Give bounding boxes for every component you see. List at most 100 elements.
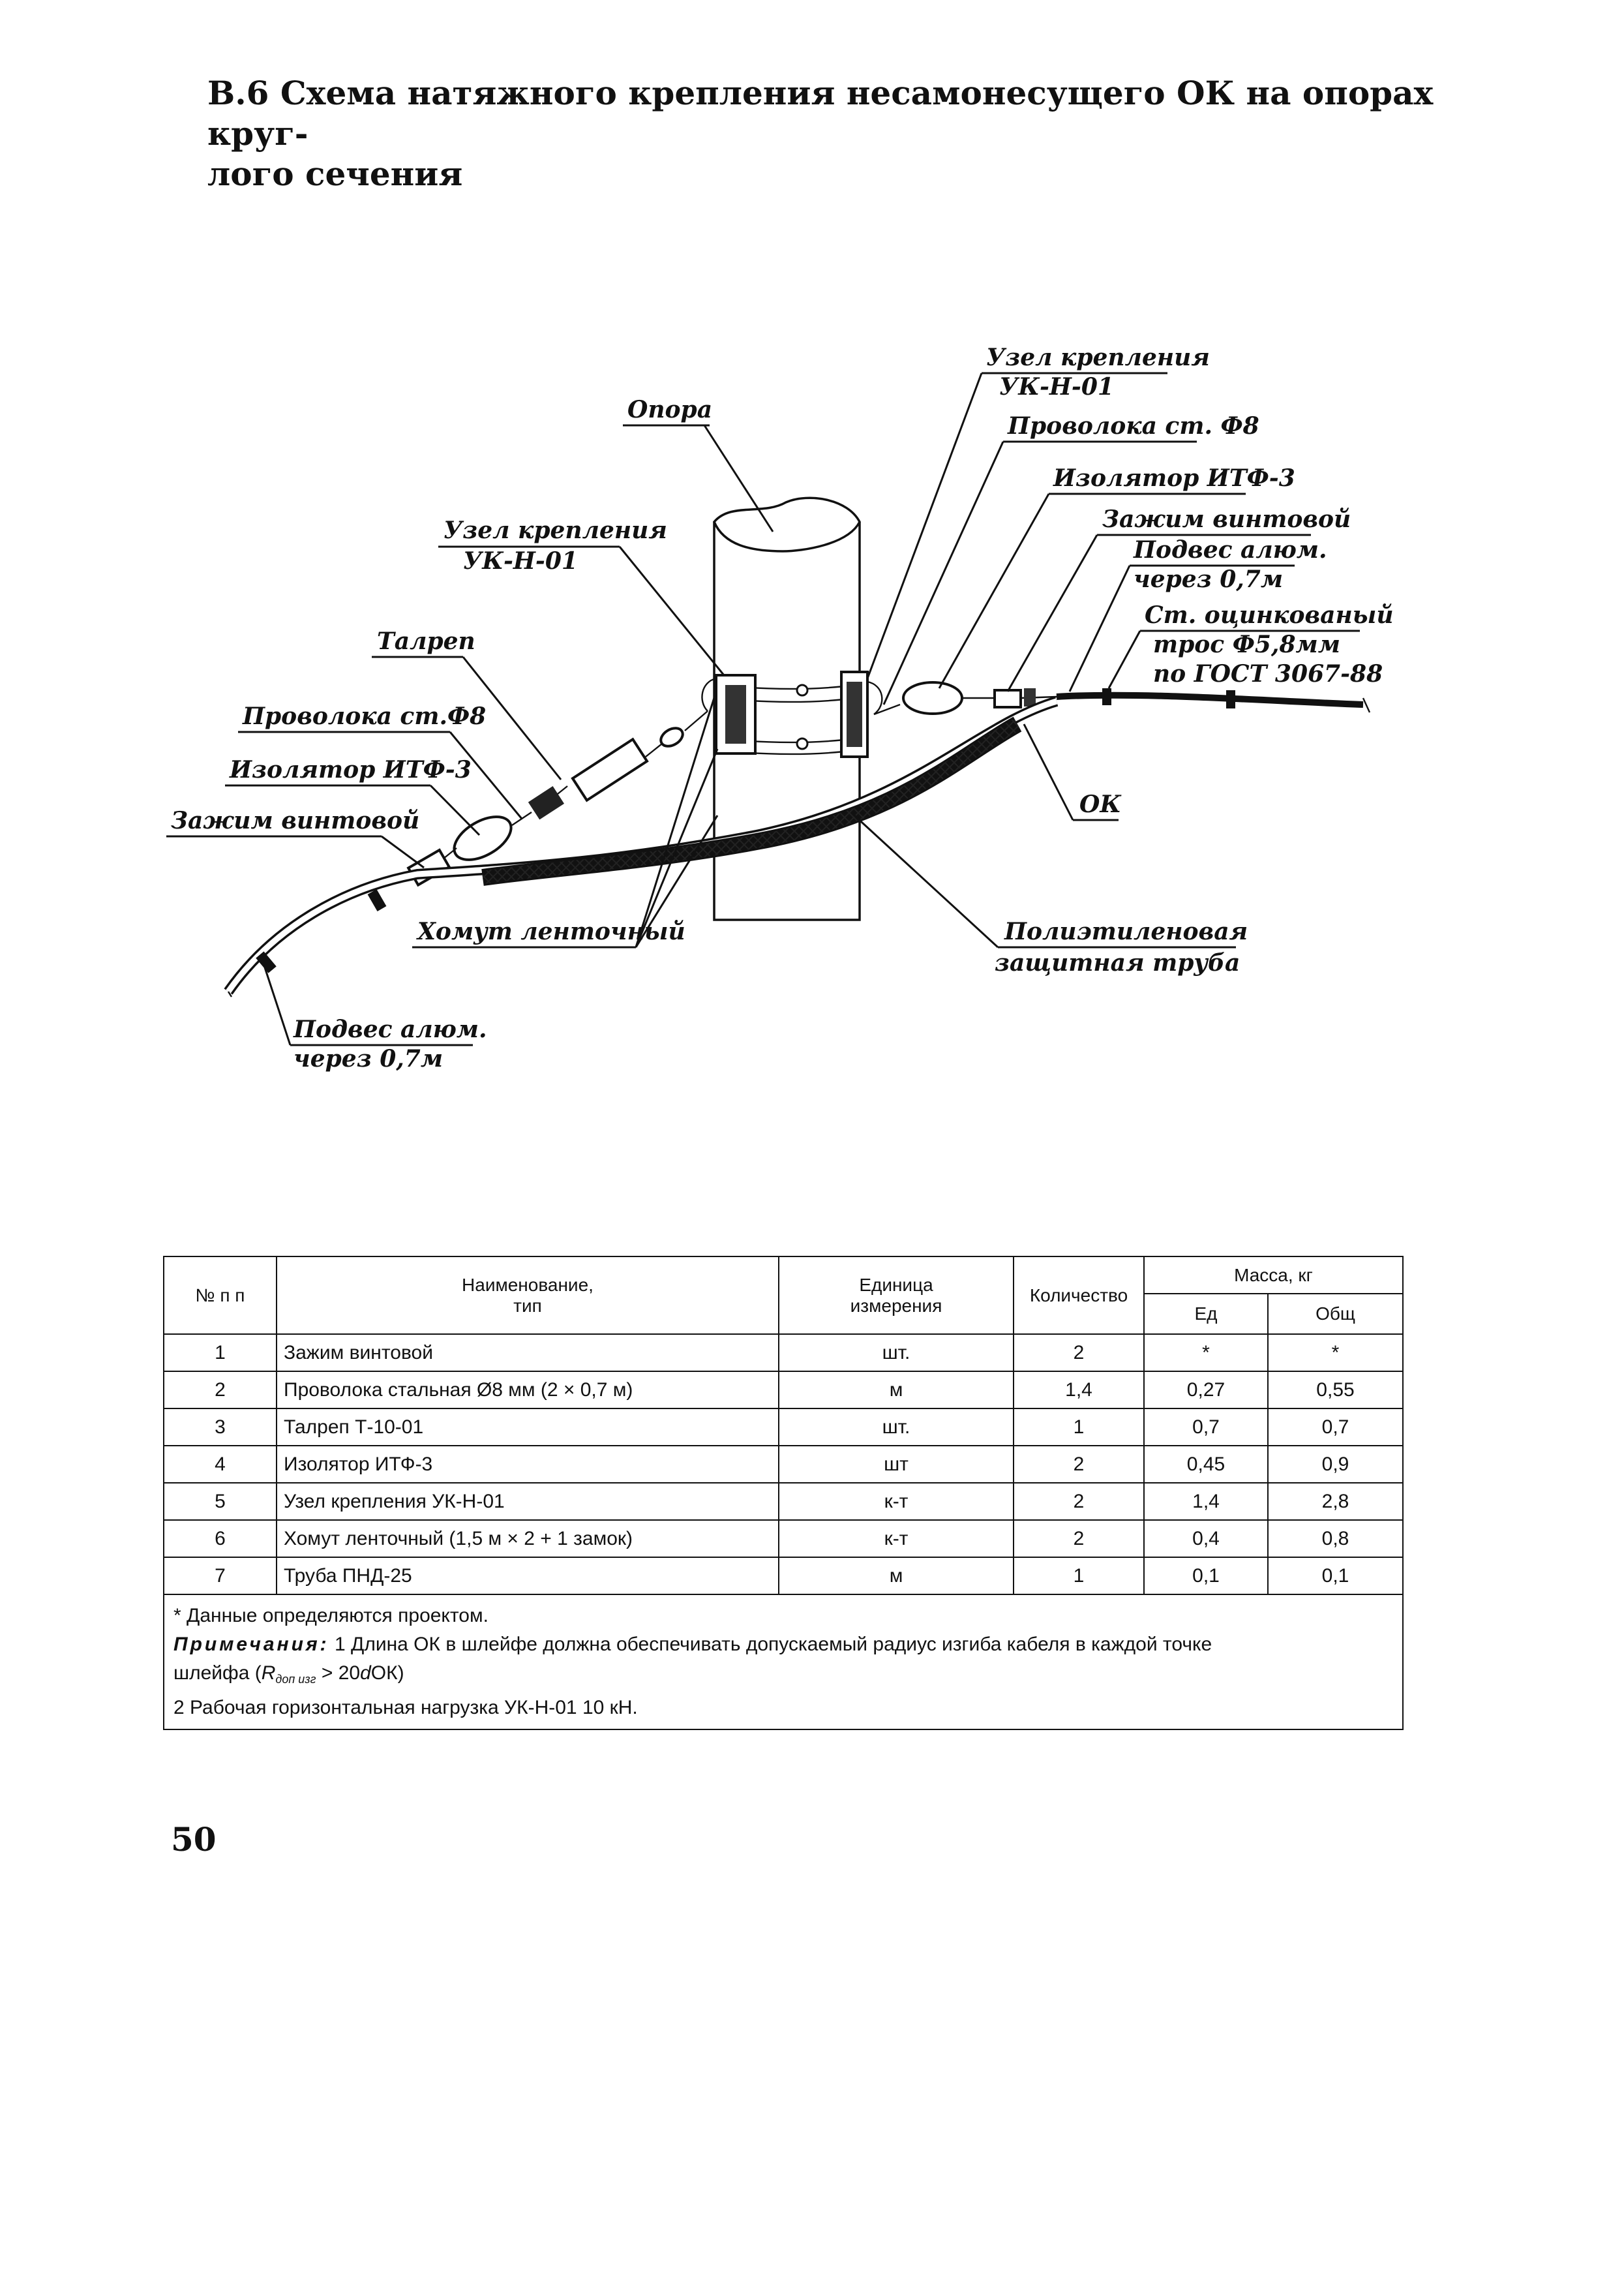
label-talrep-group: Талреп: [372, 628, 562, 780]
cell-unit: м: [778, 1557, 1014, 1595]
cell-mass-total: 0,7: [1267, 1408, 1404, 1446]
cell-mass-total: 2,8: [1267, 1482, 1404, 1521]
note-1-subscript: доп изг: [275, 1673, 316, 1686]
protective-tube: [481, 716, 1022, 886]
insulator-right: [873, 681, 1057, 716]
label-uzel-right-1: Узел крепления: [986, 344, 1210, 371]
label-uzel-left-group: Узел крепления УК-Н-01: [438, 517, 725, 676]
mounting-unit-right: [840, 671, 883, 758]
cell-num: 7: [163, 1557, 277, 1595]
col-header-num: № п п: [163, 1256, 277, 1335]
table-header-row-1: № п п Наименование, тип Единица измерени…: [163, 1256, 1404, 1335]
cell-mass-unit: 0,1: [1143, 1557, 1269, 1595]
label-provoloka-left-group: Проволока ст.Ф8: [238, 703, 523, 819]
cell-mass-unit: 1,4: [1143, 1482, 1269, 1521]
cell-name: Узел крепления УК-Н-01: [276, 1482, 779, 1521]
steel-cable-right: [1056, 688, 1371, 713]
note-2: 2 Рабочая горизонтальная нагрузка УК-Н-0…: [173, 1697, 638, 1718]
label-izolyator-left-group: Изолятор ИТФ-3: [225, 756, 481, 836]
optical-cable: [224, 696, 1059, 995]
label-izolyator-left: Изолятор ИТФ-3: [229, 756, 472, 783]
label-podves-right-2: через 0,7м: [1134, 566, 1283, 593]
label-zazhim-left-group: Зажим винтовой: [166, 807, 425, 869]
page-number: 50: [171, 1820, 217, 1859]
cable-end-left: [227, 991, 233, 997]
label-truba-group: Полиэтиленовая защитная труба: [853, 814, 1248, 977]
cell-mass-total: *: [1267, 1333, 1404, 1372]
section-heading: В.6 Схема натяжного крепления несамонесу…: [207, 73, 1447, 194]
label-opora: Опора: [627, 396, 712, 423]
label-uzel-left-1: Узел крепления: [444, 517, 667, 544]
label-provoloka-right: Проволока ст. Ф8: [1007, 412, 1259, 440]
label-podves-right-1: Подвес алюм.: [1133, 536, 1327, 564]
insulator-left: [406, 815, 513, 887]
cell-num: 5: [163, 1482, 277, 1521]
cell-num: 6: [163, 1519, 277, 1558]
cell-unit: шт: [778, 1445, 1014, 1483]
cell-mass-unit: 0,45: [1143, 1445, 1269, 1483]
cell-mass-unit: 0,7: [1143, 1408, 1269, 1446]
cell-mass-total: 0,8: [1267, 1519, 1404, 1558]
note-1-pre: шлейфа (: [173, 1662, 262, 1684]
label-khomut-group: Хомут ленточный: [412, 691, 719, 949]
cell-name: Изолятор ИТФ-3: [276, 1445, 779, 1483]
label-truba-2: защитная труба: [995, 949, 1240, 977]
label-uzel-right-group: Узел крепления УК-Н-01: [866, 344, 1210, 679]
cell-qty: 2: [1013, 1333, 1145, 1372]
table-notes-row: * Данные определяются проектом. Примечан…: [163, 1594, 1404, 1730]
note-1: Примечания: 1 Длина ОК в шлейфе должна о…: [173, 1630, 1393, 1659]
label-ok-group: ОК: [1023, 723, 1122, 821]
table-row: 2 Проволока стальная Ø8 мм (2 × 0,7 м) м…: [163, 1371, 1404, 1409]
label-provoloka-right-group: Проволока ст. Ф8: [882, 412, 1259, 705]
cell-mass-total: 0,9: [1267, 1445, 1404, 1483]
note-data-by-project: * Данные определяются проектом.: [173, 1605, 489, 1626]
cell-num: 2: [163, 1371, 277, 1409]
label-talrep: Талреп: [377, 628, 475, 655]
table-row: 7 Труба ПНД-25 м 1 0,1 0,1: [163, 1557, 1404, 1595]
cell-name: Труба ПНД-25: [276, 1557, 779, 1595]
cell-mass-total: 0,1: [1267, 1557, 1404, 1595]
table-row: 3 Талреп Т-10-01 шт. 1 0,7 0,7: [163, 1408, 1404, 1446]
label-tros-1: Ст. оцинкованый: [1145, 601, 1394, 629]
cell-mass-unit: 0,27: [1143, 1371, 1269, 1409]
specification-table: № п п Наименование, тип Единица измерени…: [163, 1256, 1404, 1730]
turnbuckle-left: [511, 710, 708, 826]
label-podves-left-group: Подвес алюм. через 0,7м: [263, 965, 487, 1073]
label-tros-2: трос Ф5,8мм: [1153, 631, 1340, 658]
table-row: 5 Узел крепления УК-Н-01 к-т 2 1,4 2,8: [163, 1482, 1404, 1521]
note-1-text: 1 Длина ОК в шлейфе должна обеспечивать …: [334, 1634, 1212, 1655]
label-ok: ОК: [1079, 791, 1122, 818]
cell-name: Хомут ленточный (1,5 м × 2 + 1 замок): [276, 1519, 779, 1558]
label-podves-right-group: Подвес алюм. через 0,7м: [1068, 536, 1327, 692]
cell-mass-unit: 0,4: [1143, 1519, 1269, 1558]
cell-qty: 2: [1013, 1482, 1145, 1521]
cell-unit: шт.: [778, 1333, 1014, 1372]
table-row: 4 Изолятор ИТФ-3 шт 2 0,45 0,9: [163, 1445, 1404, 1483]
label-uzel-left-2: УК-Н-01: [463, 547, 578, 575]
mounting-unit-left: [701, 674, 757, 755]
label-zazhim-right: Зажим винтовой: [1102, 506, 1351, 533]
cell-qty: 2: [1013, 1519, 1145, 1558]
cell-num: 4: [163, 1445, 277, 1483]
note-1-d: d: [360, 1662, 371, 1684]
col-header-name: Наименование, тип: [276, 1256, 779, 1335]
label-uzel-right-2: УК-Н-01: [999, 373, 1114, 401]
cell-qty: 2: [1013, 1445, 1145, 1483]
cell-qty: 1,4: [1013, 1371, 1145, 1409]
label-zazhim-left: Зажим винтовой: [171, 807, 419, 834]
label-tros-3: по ГОСТ 3067-88: [1153, 660, 1383, 688]
cell-unit: к-т: [778, 1519, 1014, 1558]
col-header-mass-total: Общ: [1267, 1293, 1404, 1335]
label-opora-group: Опора: [623, 396, 774, 532]
col-header-name-line-1: Наименование,: [462, 1274, 594, 1295]
col-header-unit-line-2: измерения: [850, 1295, 942, 1316]
cell-unit: м: [778, 1371, 1014, 1409]
label-izolyator-right-group: Изолятор ИТФ-3: [938, 464, 1295, 689]
cell-unit: шт.: [778, 1408, 1014, 1446]
col-header-mass: Масса, кг: [1143, 1256, 1404, 1294]
table-notes: * Данные определяются проектом. Примечан…: [163, 1594, 1404, 1730]
label-tros-group: Ст. оцинкованый трос Ф5,8мм по ГОСТ 3067…: [1107, 601, 1394, 689]
cell-qty: 1: [1013, 1557, 1145, 1595]
col-header-mass-unit: Ед: [1143, 1293, 1269, 1335]
label-izolyator-right: Изолятор ИТФ-3: [1053, 464, 1295, 492]
